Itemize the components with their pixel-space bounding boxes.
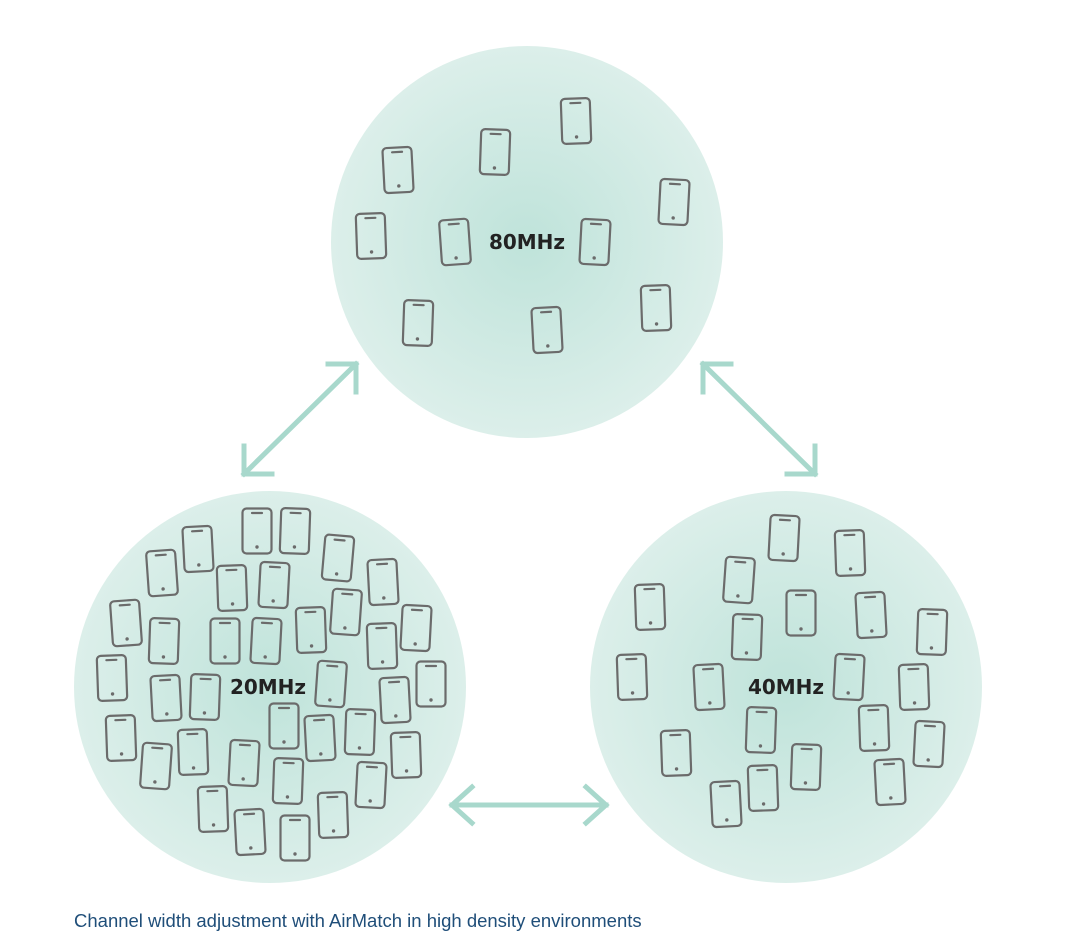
zone-label-40mhz: 40MHz	[748, 675, 824, 699]
zone-80mhz	[331, 46, 723, 438]
double-arrow-icon	[448, 783, 610, 827]
zone-label-80mhz: 80MHz	[489, 230, 565, 254]
zone-40mhz	[590, 491, 982, 883]
double-arrow-icon	[240, 360, 360, 478]
zone-label-20mhz: 20MHz	[230, 675, 306, 699]
diagram-caption: Channel width adjustment with AirMatch i…	[74, 910, 642, 931]
double-arrow-icon	[699, 360, 819, 478]
